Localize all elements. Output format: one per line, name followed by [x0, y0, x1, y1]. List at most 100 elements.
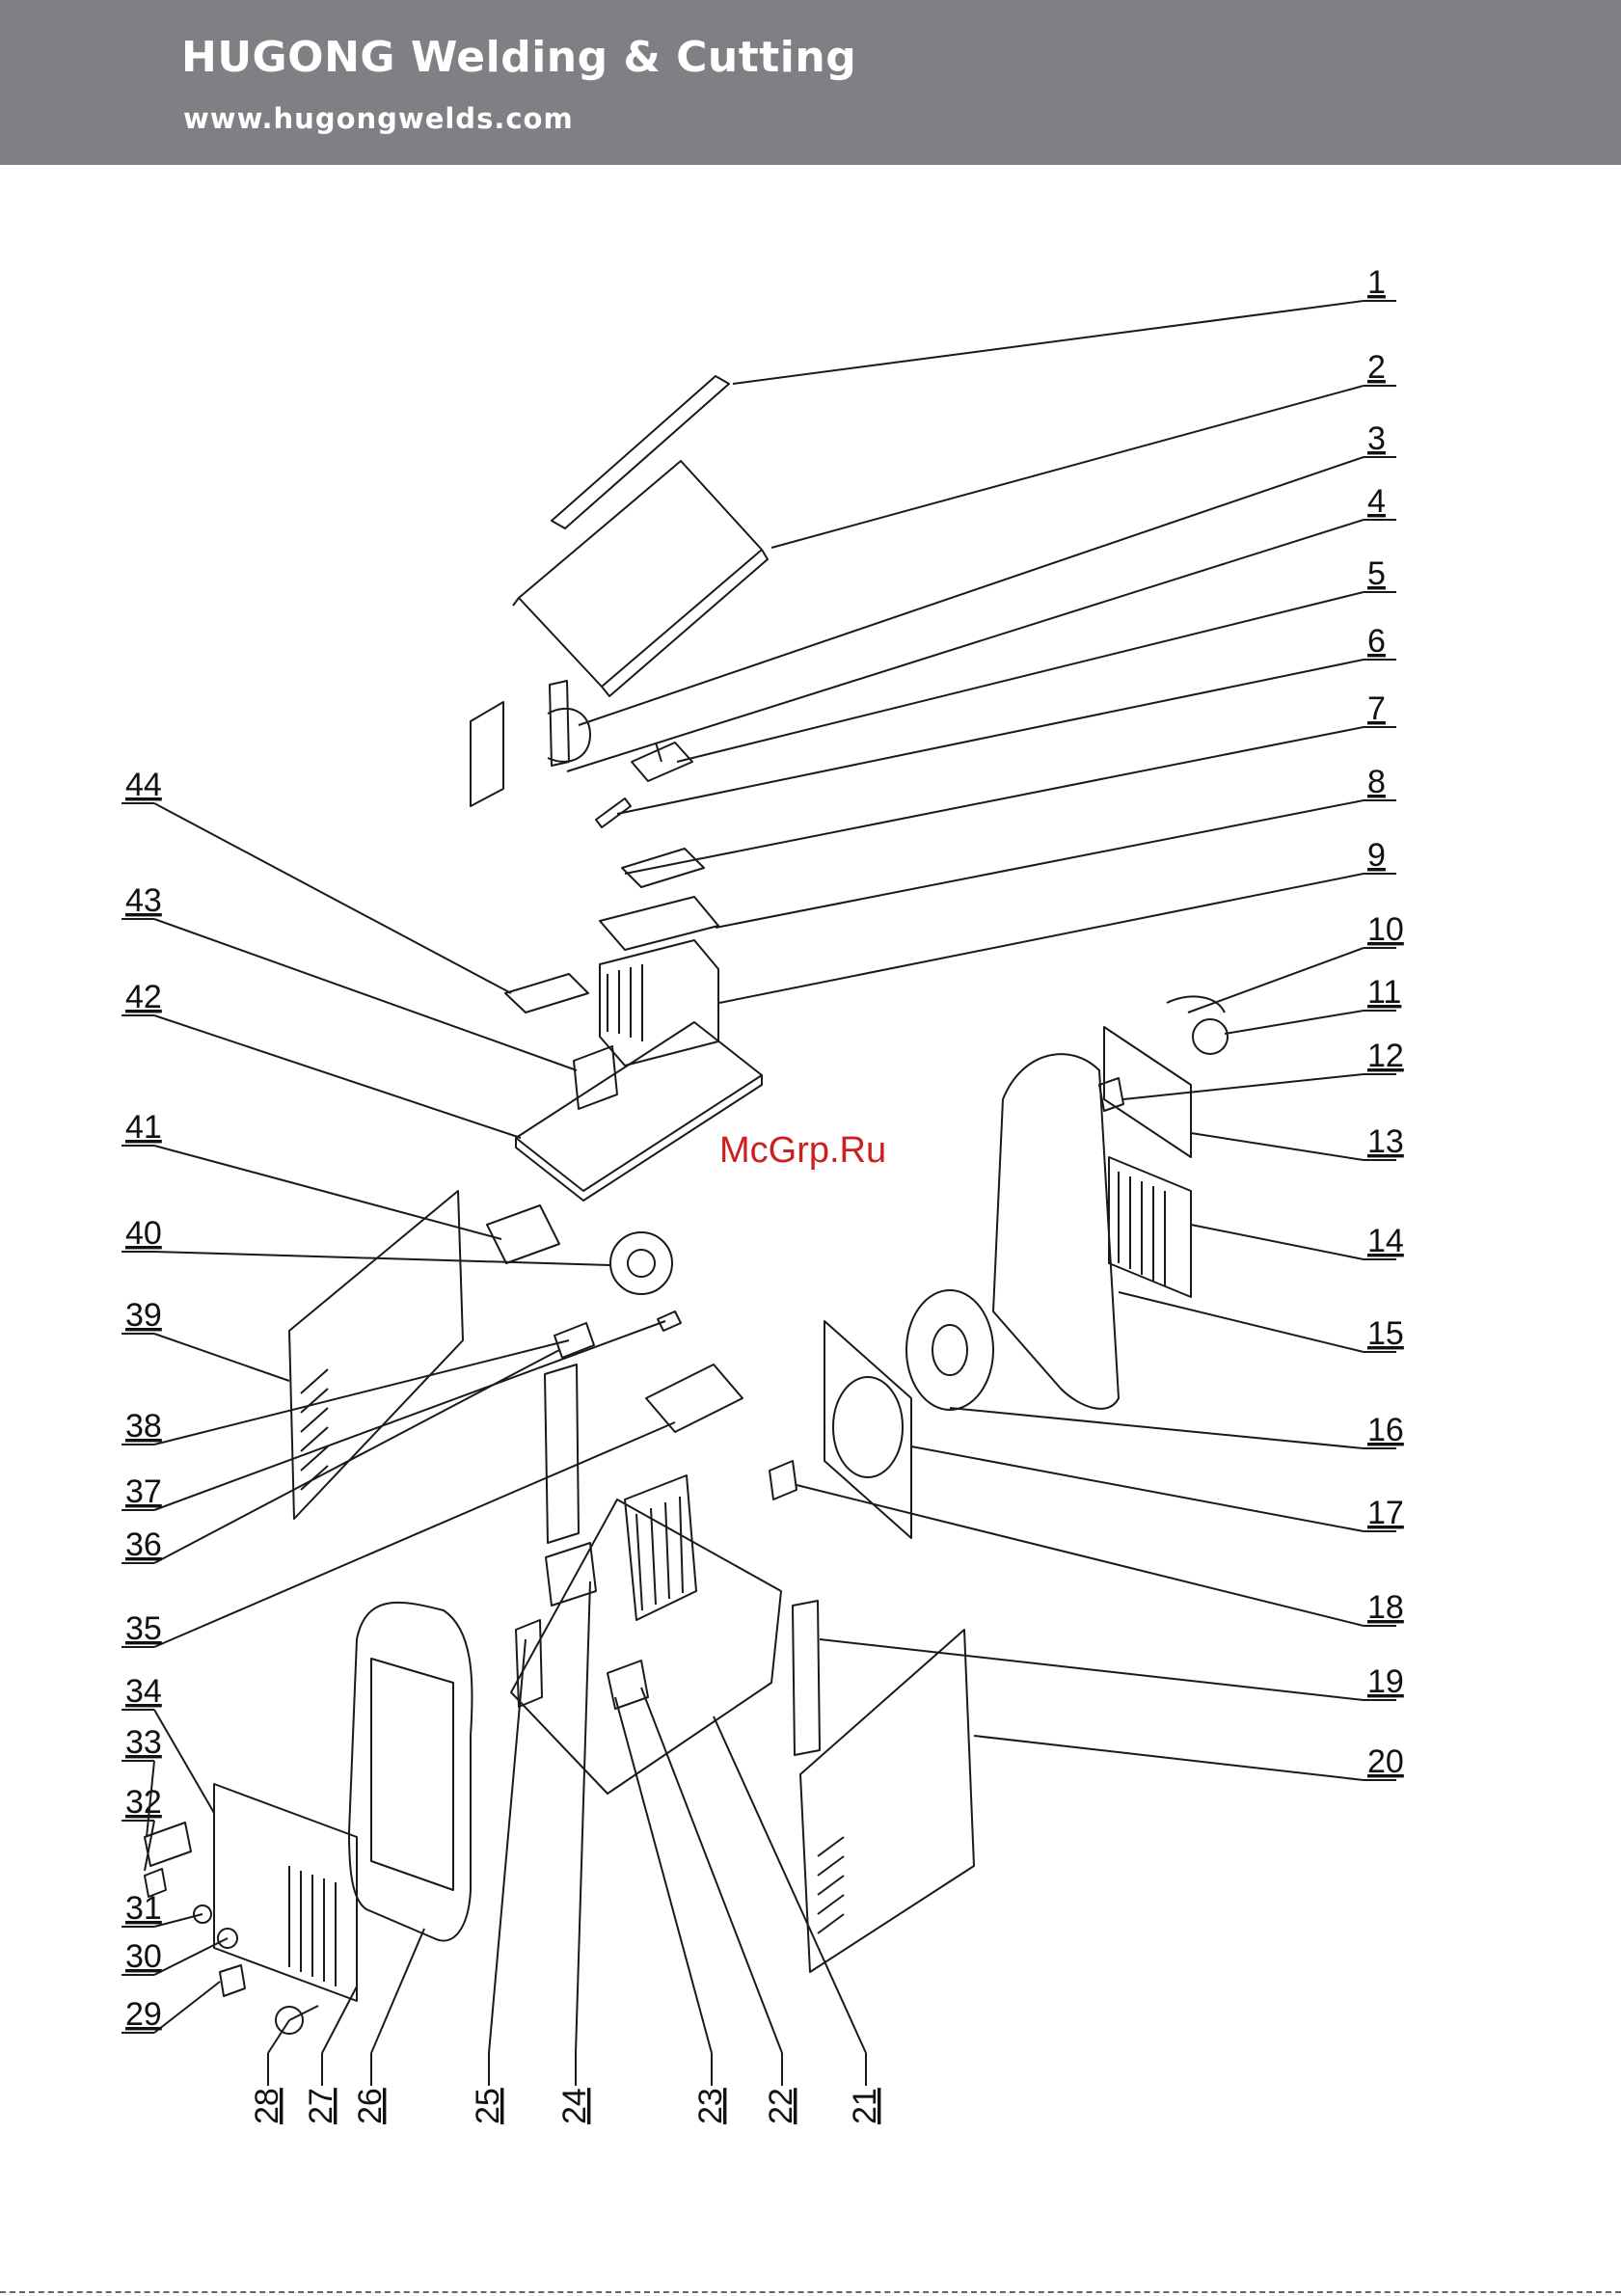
callout-leader-42	[154, 1015, 521, 1138]
callout-leader-10	[1188, 948, 1364, 1013]
callout-15: 15	[1367, 1315, 1404, 1352]
callout-leader-27	[322, 1986, 357, 2053]
callout-31: 31	[125, 1890, 162, 1927]
callout-18: 18	[1367, 1589, 1404, 1626]
part-board-38	[554, 1323, 594, 1358]
part-rear-plate	[1104, 1027, 1191, 1157]
callout-leader-13	[1191, 1133, 1364, 1160]
callout-leader-4	[567, 520, 1364, 771]
callout-32: 32	[125, 1784, 162, 1821]
part-rectifier	[608, 1661, 648, 1709]
part-board-44	[505, 974, 588, 1013]
part-heatsink	[600, 940, 718, 1066]
callout-36: 36	[125, 1526, 162, 1563]
callout-37: 37	[125, 1473, 162, 1510]
callout-29: 29	[125, 1996, 162, 2033]
callout-leader-12	[1123, 1074, 1364, 1099]
part-chassis	[511, 1499, 781, 1794]
callout-leader-25	[489, 1639, 526, 2053]
callout-42: 42	[125, 979, 162, 1015]
callout-leader-5	[677, 592, 1364, 762]
part-transformer	[574, 1046, 617, 1109]
callout-9: 9	[1367, 837, 1386, 874]
callout-28: 28	[249, 2088, 285, 2124]
callout-25: 25	[470, 2088, 506, 2124]
callout-30: 30	[125, 1938, 162, 1975]
callout-39: 39	[125, 1297, 162, 1334]
callout-12: 12	[1367, 1038, 1404, 1074]
callout-34: 34	[125, 1673, 162, 1710]
part-board-8	[622, 849, 704, 887]
callout-7: 7	[1367, 690, 1386, 727]
part-top-cover	[519, 461, 762, 687]
part-frame-bar	[545, 1364, 579, 1543]
callout-leader-20	[974, 1736, 1364, 1780]
callout-41: 41	[125, 1109, 162, 1146]
callout-leader-1	[733, 301, 1364, 384]
part-left-side-panel	[289, 1191, 463, 1519]
callout-leader-30	[154, 1938, 228, 1975]
callout-leader-7	[625, 727, 1364, 874]
footer-rule	[0, 2291, 1621, 2295]
callout-leader-3	[579, 457, 1364, 725]
callout-4: 4	[1367, 483, 1386, 520]
callout-leader-2	[771, 386, 1364, 548]
callout-leader-11	[1225, 1011, 1364, 1034]
callout-leader-29	[154, 1982, 220, 2033]
callout-33: 33	[125, 1724, 162, 1761]
callout-3: 3	[1367, 420, 1386, 457]
callout-leader-28	[268, 2020, 289, 2053]
watermark: McGrp.Ru	[719, 1130, 886, 1171]
callout-10: 10	[1367, 911, 1404, 948]
part-inductor	[610, 1232, 672, 1294]
part-switch-12	[1099, 1078, 1123, 1111]
part-handle-bar	[552, 376, 729, 528]
part-board-41	[487, 1205, 559, 1263]
part-gasket	[793, 1601, 820, 1755]
callout-leader-37	[154, 1321, 665, 1510]
callout-leader-43	[154, 919, 577, 1070]
callout-leader-18	[797, 1485, 1364, 1626]
part-right-side-panel	[800, 1630, 974, 1972]
callout-27: 27	[303, 2088, 339, 2124]
callout-leader-26	[371, 1929, 424, 2053]
callout-35: 35	[125, 1610, 162, 1647]
part-fan	[906, 1290, 993, 1410]
callout-leader-23	[615, 1697, 712, 2053]
callout-43: 43	[125, 882, 162, 919]
callout-leader-15	[1119, 1292, 1364, 1352]
callout-21: 21	[847, 2088, 883, 2124]
callout-leader-41	[154, 1146, 501, 1239]
part-board-9	[600, 897, 718, 950]
callout-8: 8	[1367, 764, 1386, 800]
callout-leader-16	[950, 1408, 1364, 1448]
callout-2: 2	[1367, 349, 1386, 386]
callout-26: 26	[352, 2088, 389, 2124]
callout-1: 1	[1367, 264, 1386, 301]
callout-leader-34	[154, 1710, 214, 1813]
part-rear-frame	[993, 1054, 1119, 1409]
callout-20: 20	[1367, 1743, 1404, 1780]
callout-19: 19	[1367, 1663, 1404, 1700]
part-fan-plate	[824, 1321, 911, 1538]
callout-leader-44	[154, 803, 511, 993]
part-thermostat	[770, 1461, 797, 1499]
callout-leader-6	[617, 660, 1364, 814]
callout-leader-17	[911, 1446, 1364, 1531]
callout-5: 5	[1367, 555, 1386, 592]
callout-14: 14	[1367, 1223, 1404, 1259]
callout-38: 38	[125, 1408, 162, 1445]
part-bracket	[471, 702, 503, 806]
callout-17: 17	[1367, 1495, 1404, 1531]
parts-drawing	[145, 376, 1228, 2034]
callout-leader-24	[576, 1581, 590, 2053]
callout-16: 16	[1367, 1412, 1404, 1448]
callout-leader-14	[1191, 1225, 1364, 1259]
callout-layer: 1234567891011121314151617181920212223242…	[122, 264, 1404, 2124]
callout-6: 6	[1367, 623, 1386, 660]
callout-leader-8	[716, 800, 1364, 928]
part-connector-29	[220, 1965, 245, 1996]
callout-24: 24	[556, 2088, 593, 2124]
part-board-35	[646, 1364, 743, 1432]
